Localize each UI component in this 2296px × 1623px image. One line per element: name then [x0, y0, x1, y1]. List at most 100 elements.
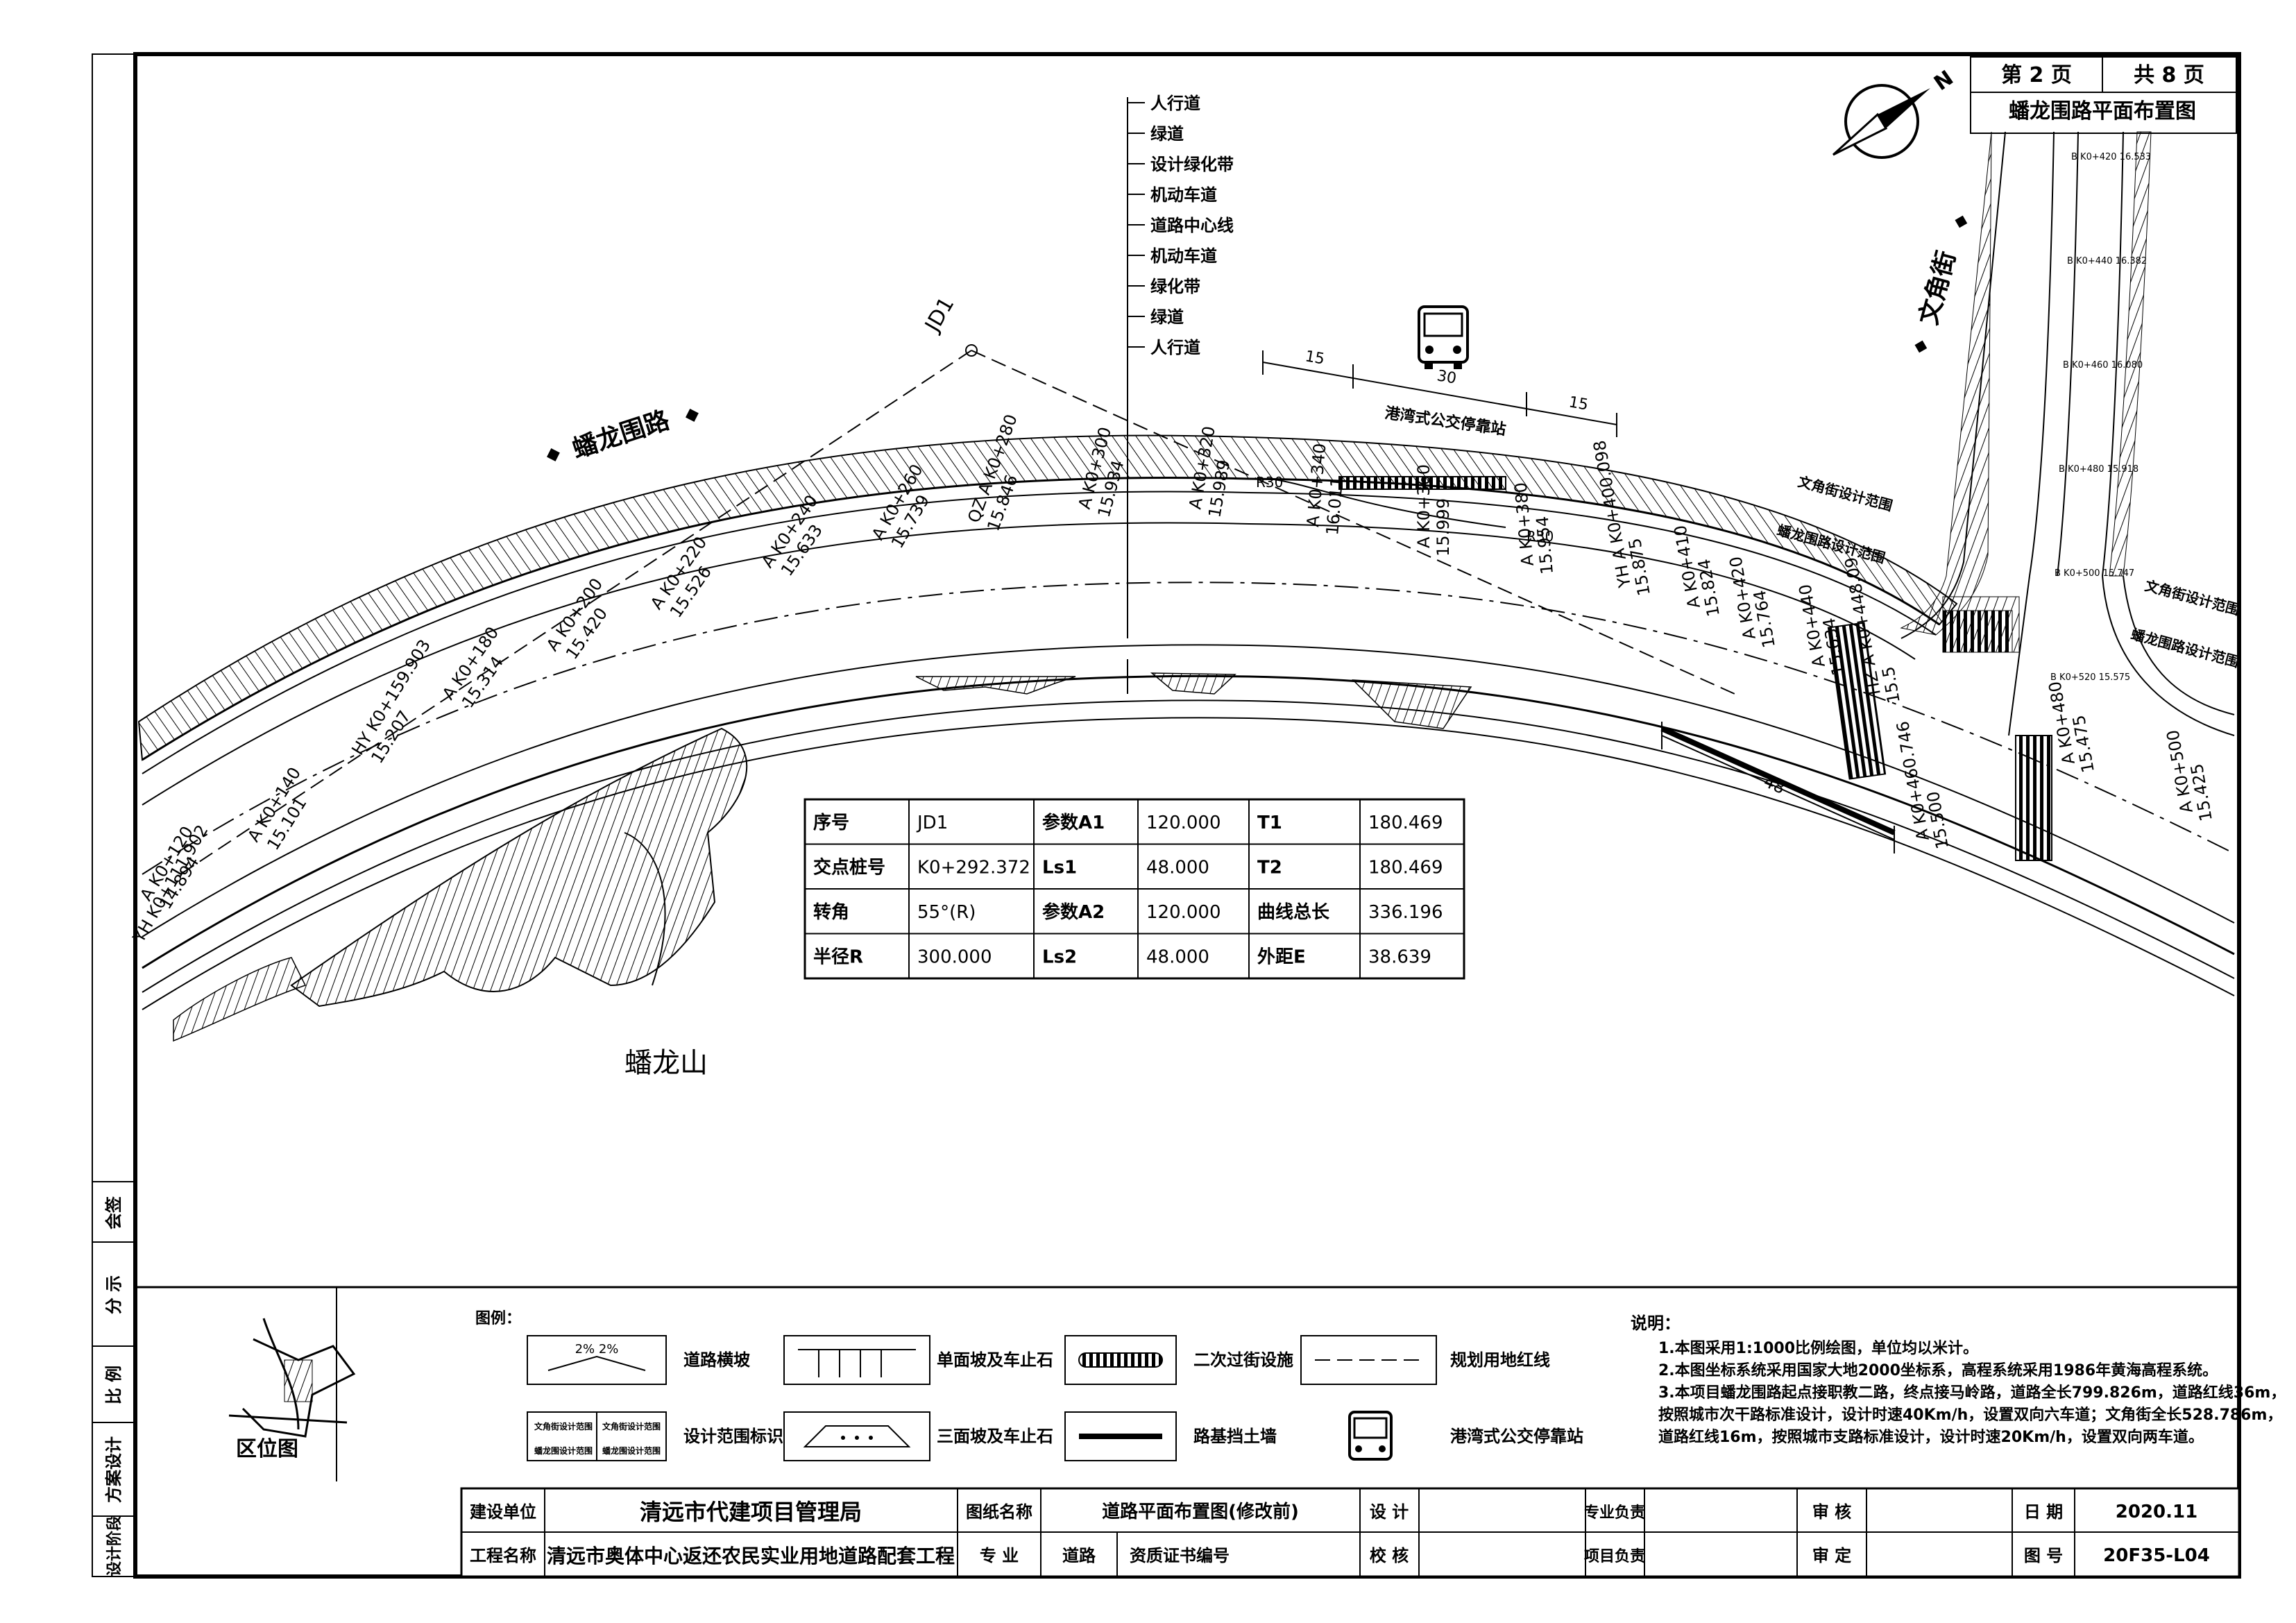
branch-station-label: B K0+460 16.080 [2063, 360, 2143, 371]
legend-label: 路基挡土墙 [1193, 1427, 1277, 1446]
section-label: 机动车道 [1150, 185, 1217, 205]
legend-slope-sym: 2% 2% [575, 1342, 619, 1357]
tb-drawing-no: 20F35-L04 [2103, 1545, 2210, 1566]
station-elev: 15.764 [1750, 588, 1779, 649]
retaining-wall [1660, 726, 1896, 835]
hill-area [173, 727, 748, 1042]
crosswalk [1827, 622, 1887, 780]
curve-table-cell: 参数A1 [1042, 812, 1105, 833]
curve-table-cell: 转角 [813, 901, 849, 923]
curve-table-cell: 外距E [1257, 947, 1306, 968]
station-label: A K0+360 [1414, 464, 1434, 548]
svg-text:蟠龙围设计范围: 蟠龙围设计范围 [602, 1445, 661, 1456]
branch-road-name: 文角街 [1914, 248, 1962, 328]
north-label: N [1930, 66, 1958, 96]
sheet-title: 蟠龙围路平面布置图 [2009, 99, 2196, 124]
note-line: 按照城市次干路标准设计，设计时速40Km/h，设置双向六车道；文角街全长528.… [1658, 1406, 2282, 1424]
page-number: 第 2 页 [2001, 63, 2072, 87]
section-label: 绿道 [1150, 124, 1184, 144]
range-label: 文角街设计范围 [1796, 473, 1894, 514]
hill-name: 蟠龙山 [624, 1047, 708, 1079]
curve-table-cell: 半径R [813, 947, 863, 968]
north-arrow-icon: N [1832, 66, 1958, 159]
tb-drawing-name-label: 图纸名称 [966, 1502, 1032, 1522]
range-label: 蟠龙围路设计范围 [2129, 626, 2241, 671]
radius-label: R30 [1256, 474, 1283, 491]
title-block: 建设单位 清远市代建项目管理局 工程名称 清远市奥体中心返还农民实业用地道路配套… [460, 1487, 2240, 1578]
section-label: 人行道 [1150, 94, 1200, 113]
tb-major: 道路 [1062, 1546, 1096, 1565]
station-label: YH A K0+400.098 [1590, 439, 1635, 589]
section-label: 机动车道 [1150, 246, 1217, 266]
legend-label: 道路横坡 [683, 1350, 750, 1370]
curve-table-cell: 120.000 [1146, 813, 1221, 833]
tb-approve-label: 审 定 [1812, 1546, 1851, 1565]
curve-table-cell: 48.000 [1146, 947, 1209, 968]
curve-table-cell: 180.469 [1368, 813, 1443, 833]
tb-major-label: 专 业 [980, 1546, 1019, 1565]
curve-table-cell: 48.000 [1146, 858, 1209, 878]
curve-table-cell: 300.000 [917, 947, 992, 968]
legend-label: 港湾式公交停靠站 [1450, 1427, 1583, 1446]
side-strip-text: 会签 [104, 1196, 124, 1230]
tb-cert-label: 资质证书编号 [1130, 1546, 1230, 1565]
tb-date: 2020.11 [2116, 1502, 2197, 1522]
section-label: 道路中心线 [1150, 216, 1234, 235]
crosswalk [2015, 735, 2052, 861]
range-label: 文角街设计范围 [2143, 577, 2241, 618]
side-strip: 会签 分 示 比 例 方案设计 设计阶段 [104, 1196, 124, 1577]
section-label: 绿道 [1150, 307, 1184, 327]
legend-label: 设计范围标识 [683, 1427, 783, 1446]
curve-table-cell: K0+292.372 [917, 858, 1030, 878]
tb-builder: 清远市代建项目管理局 [640, 1499, 862, 1525]
curve-table-cell: T1 [1257, 813, 1282, 833]
curve-table-cell: Ls2 [1042, 947, 1077, 968]
notes-title: 说明： [1631, 1314, 1681, 1333]
section-label: 绿化带 [1150, 277, 1200, 296]
curve-table-cell: 336.196 [1368, 902, 1443, 923]
side-strip-text: 比 例 [104, 1366, 124, 1404]
station-elev: 16.011 [1323, 476, 1347, 536]
curve-table-cell: JD1 [916, 813, 948, 833]
location-map: 区位图 [228, 1318, 356, 1461]
crosswalk [1942, 610, 2013, 653]
station-elev: 15.824 [1694, 557, 1724, 618]
note-line: 道路红线16m，按照城市支路标准设计，设计时速20Km/h，设置双向两车道。 [1658, 1428, 2204, 1446]
note-line: 3.本项目蟠龙围路起点接职教二路，终点接马岭路，道路全长799.826m，道路红… [1658, 1384, 2286, 1402]
tb-project-lead-label: 项目负责 [1584, 1547, 1645, 1565]
legend-title: 图例： [475, 1310, 521, 1327]
bus-dim: 15 [1567, 393, 1590, 414]
branch-station-label: B K0+500 15.747 [2055, 568, 2134, 579]
note-line: 1.本图采用1:1000比例绘图，单位均以米计。 [1658, 1339, 1978, 1357]
bus-dim: 30 [1436, 367, 1458, 387]
legend-label: 三面坡及车止石 [937, 1427, 1053, 1446]
curve-table-cell: T2 [1257, 858, 1282, 878]
curve-table-cell: 序号 [813, 812, 849, 833]
tb-builder-label: 建设单位 [470, 1502, 536, 1522]
branch-arrow-top: ◆ [1949, 212, 1971, 230]
side-strip-text: 分 示 [104, 1275, 124, 1314]
legend: 2% 2% 道路横坡 文角街设计范围 蟠龙围设计范围 文角街设计范围 蟠龙围设计… [527, 1335, 1583, 1461]
side-strip-text: 方案设计 [104, 1436, 124, 1503]
note-line: 2.本图坐标系统采用国家大地2000坐标系，高程系统采用1986年黄海高程系统。 [1658, 1361, 2218, 1379]
tb-major-lead-label: 专业负责 [1584, 1504, 1645, 1522]
station-elev: 15.475 [2069, 713, 2098, 774]
curve-table-cell: 参数A2 [1042, 901, 1105, 923]
branch-station-labels: B K0+420 16.533 B K0+440 16.382 B K0+460 1… [2050, 152, 2151, 683]
tb-date-label: 日 期 [2024, 1502, 2063, 1522]
branch-arrow-bottom: ◆ [1909, 337, 1931, 355]
main-road-name: 蟠龙围路 [569, 406, 674, 464]
svg-text:文角街设计范围: 文角街设计范围 [602, 1421, 661, 1431]
branch-station-label: B K0+440 16.382 [2067, 256, 2147, 266]
station-elev: 15.425 [2187, 762, 2216, 823]
branch-station-label: B K0+420 16.533 [2071, 152, 2151, 162]
station-elev: 15.954 [1533, 516, 1557, 575]
legend-label: 单面坡及车止石 [937, 1350, 1053, 1370]
curve-table-cell: Ls1 [1042, 858, 1077, 878]
main-road-arrow-right: ◆ [682, 402, 701, 427]
tb-review-label: 审 核 [1812, 1502, 1851, 1522]
radius-label: R30 [1527, 528, 1554, 545]
